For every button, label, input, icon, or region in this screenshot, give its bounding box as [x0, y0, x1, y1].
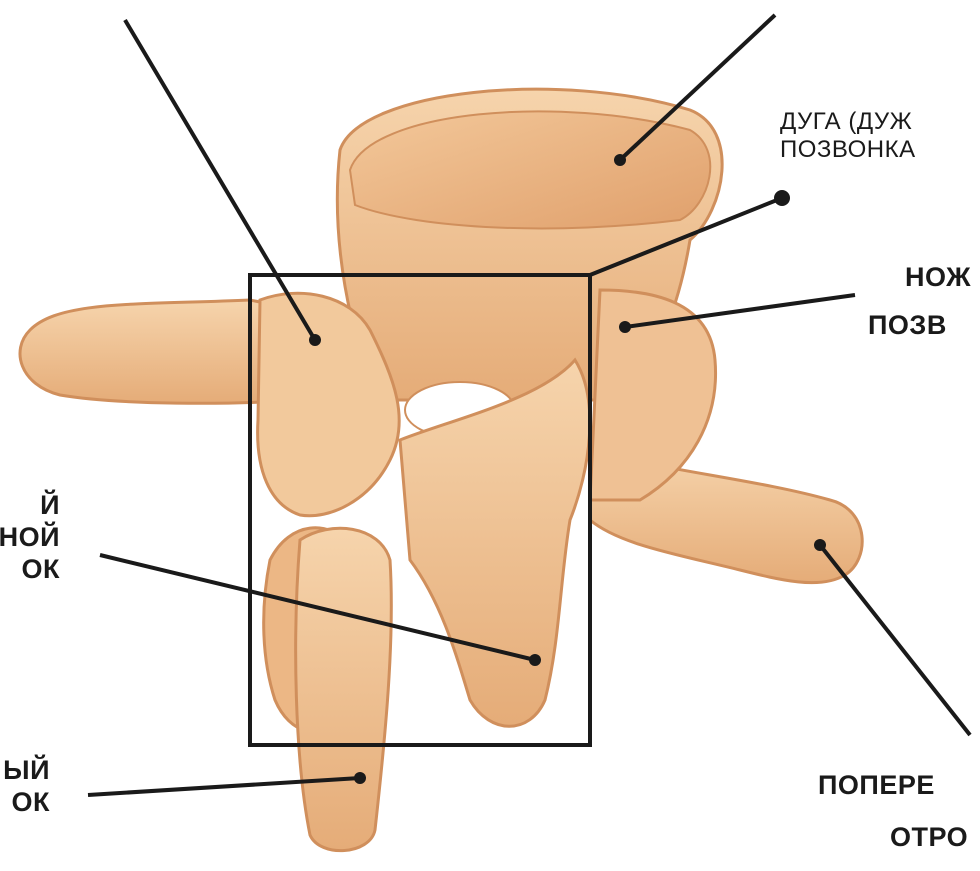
leader-line-transverse: [820, 545, 970, 735]
label-spinous-line1: ЫЙ: [0, 755, 50, 787]
label-articular-line2: НОЙ: [0, 522, 60, 554]
label-pedicle-line1: НОЖ: [905, 262, 971, 294]
leader-dot: [814, 539, 826, 551]
label-arch-line2: ПОЗВОНКА: [780, 136, 916, 164]
body-top-surface: [350, 111, 710, 228]
label-transverse-line2: ОТРО: [890, 822, 968, 854]
leader-dot: [309, 334, 321, 346]
label-articular-line3: ОК: [0, 554, 60, 586]
leader-dot: [614, 154, 626, 166]
label-articular: Й НОЙ ОК: [0, 490, 60, 586]
leader-dot: [774, 190, 790, 206]
label-transverse-line1: ПОПЕРЕ: [818, 770, 935, 802]
leader-line-top-left: [125, 20, 315, 340]
spinous-process: [296, 528, 392, 850]
leader-dot: [354, 772, 366, 784]
leader-dot: [619, 321, 631, 333]
label-spinous: ЫЙ ОК: [0, 755, 50, 819]
label-spinous-line2: ОК: [0, 787, 50, 819]
label-pedicle: НОЖ: [905, 262, 971, 294]
leader-dot: [529, 654, 541, 666]
label-pedicle-2: ПОЗВ: [868, 310, 947, 342]
label-arch: ДУГА (ДУЖ ПОЗВОНКА: [780, 108, 916, 165]
label-articular-line1: Й: [0, 490, 60, 522]
label-transverse-2: ОТРО: [890, 822, 968, 854]
label-arch-line1: ДУГА (ДУЖ: [780, 108, 916, 136]
label-transverse: ПОПЕРЕ: [818, 770, 935, 802]
label-pedicle-line2: ПОЗВ: [868, 310, 947, 342]
